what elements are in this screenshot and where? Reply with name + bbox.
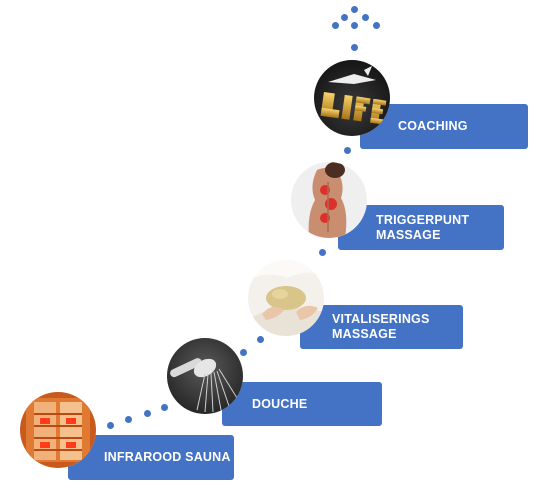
step-label: DOUCHE (252, 396, 308, 411)
step-box-infrarood-sauna: INFRAROOD SAUNA (68, 435, 234, 480)
infrared-sauna-image (20, 392, 96, 468)
step-box-douche: DOUCHE (222, 382, 382, 426)
path-dot (351, 22, 358, 29)
path-dot (161, 404, 168, 411)
shower-head-image (167, 338, 243, 414)
step-box-vitaliserings-massage: VITALISERINGS MASSAGE (300, 305, 463, 349)
path-dot (351, 44, 358, 51)
trigger-point-back-image (291, 162, 367, 238)
coaching-life-image (314, 60, 390, 136)
path-dot (332, 22, 339, 29)
path-dot (341, 14, 348, 21)
step-box-coaching: COACHING (360, 104, 528, 149)
path-dot (257, 336, 264, 343)
vitalizing-massage-image (248, 260, 324, 336)
path-dot (362, 14, 369, 21)
step-label: INFRAROOD SAUNA (104, 450, 231, 464)
path-dot (351, 6, 358, 13)
path-dot (240, 349, 247, 356)
path-dot (107, 422, 114, 429)
step-label: COACHING (398, 119, 468, 133)
path-dot (344, 147, 351, 154)
path-dot (319, 249, 326, 256)
path-dot (373, 22, 380, 29)
step-label: VITALISERINGS MASSAGE (332, 312, 430, 341)
step-label: TRIGGERPUNT MASSAGE (376, 212, 470, 242)
path-dot (144, 410, 151, 417)
path-dot (125, 416, 132, 423)
step-box-triggerpunt-massage: TRIGGERPUNT MASSAGE (338, 205, 504, 250)
